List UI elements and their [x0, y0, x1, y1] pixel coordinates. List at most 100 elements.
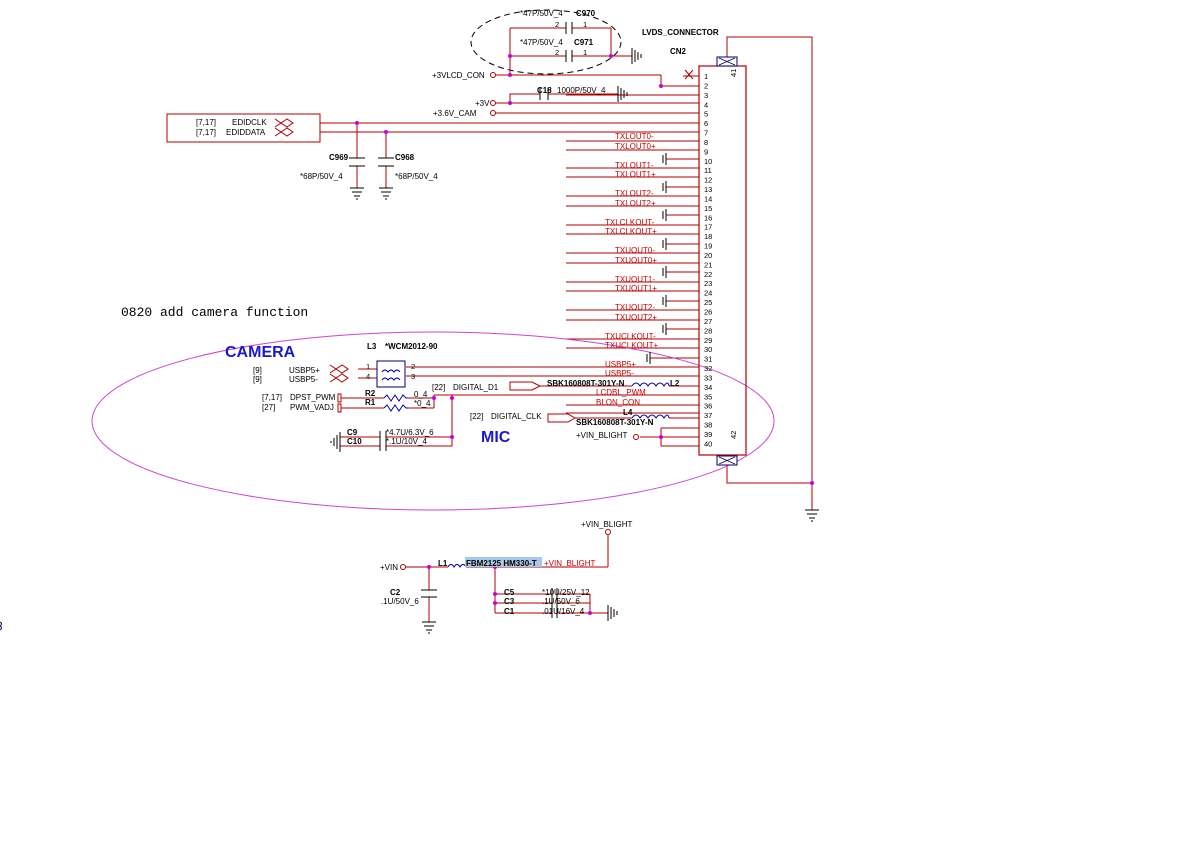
camera-note: 0820 add camera function [121, 305, 308, 320]
net-blon-con: BLON_CON [596, 398, 640, 407]
connector-pin-4: 4 [704, 100, 708, 109]
net-txlout0p: TXLOUT0+ [615, 142, 656, 151]
edid-data: EDIDDATA [226, 128, 266, 137]
l4-ref: L4 [623, 408, 633, 417]
edge-mark-icon [0, 621, 2, 631]
mic-title: MIC [481, 429, 511, 446]
connector-pin-9: 9 [704, 147, 708, 156]
connector-pin-34: 34 [704, 383, 712, 392]
connector-name: LVDS_CONNECTOR [642, 28, 719, 37]
net-vin-blight-top: +VIN_BLIGHT [581, 520, 632, 529]
net-txuclkoutn: TXUCLKOUT- [605, 332, 656, 341]
net-3vlcd: +3VLCD_CON [432, 71, 485, 80]
l3-pin2: 2 [411, 362, 415, 371]
pwm-ref: [27] [262, 403, 275, 412]
connector-pin-23: 23 [704, 279, 712, 288]
power-port-circles [400, 72, 639, 570]
net-txuout1p: TXUOUT1+ [615, 284, 657, 293]
c969-value: *68P/50V_4 [300, 172, 343, 181]
c5-ref: C5 [504, 588, 515, 597]
connector-pin-17: 17 [704, 223, 712, 232]
c970-value: *47P/50V_4 [520, 9, 563, 18]
net-txlout1n: TXLOUT1- [615, 161, 654, 170]
connector-pin-24: 24 [704, 289, 712, 298]
connector-pin-10: 10 [704, 157, 712, 166]
connector-pin-27: 27 [704, 317, 712, 326]
connector-pin-40: 40 [704, 439, 712, 448]
net-txlclkoutp: TXLCLKOUT+ [605, 227, 657, 236]
digital-clk-ref: [22] [470, 412, 483, 421]
c2-ref: C2 [390, 588, 401, 597]
connector-pin-13: 13 [704, 185, 712, 194]
c5-value: *10U/25V_12 [542, 588, 590, 597]
net-txlout2p: TXLOUT2+ [615, 199, 656, 208]
l4-part: SBK160808T-301Y-N [576, 418, 654, 427]
c970-ref: C970 [576, 9, 596, 18]
c971-value: *47P/50V_4 [520, 38, 563, 47]
c968-ref: C968 [395, 153, 415, 162]
port-symbols [274, 118, 577, 423]
connector-pin-38: 38 [704, 421, 712, 430]
usbp-plus-ref: [9] [253, 366, 262, 375]
c969-ref: C969 [329, 153, 349, 162]
connector-pin-19: 19 [704, 242, 712, 251]
connector-pin-29: 29 [704, 336, 712, 345]
r1-ref: R1 [365, 398, 376, 407]
c970-pin2: 2 [555, 20, 559, 29]
connector-pin-28: 28 [704, 326, 712, 335]
edid-bus-box [166, 113, 321, 143]
connector-pin-37: 37 [704, 411, 712, 420]
connector-pin-30: 30 [704, 345, 712, 354]
l3-pin3: 3 [411, 372, 415, 381]
mount-pin-41: 41 [729, 69, 738, 77]
net-vin: +VIN [380, 563, 398, 572]
net-txuclkoutp: TXUCLKOUT+ [605, 341, 658, 350]
net-txuout1n: TXUOUT1- [615, 275, 655, 284]
usbp-plus-label: USBP5+ [289, 366, 320, 375]
connector-pin-32: 32 [704, 364, 712, 373]
connector-pin-2: 2 [704, 81, 708, 90]
connector-pin-7: 7 [704, 129, 708, 138]
connector-pin-20: 20 [704, 251, 712, 260]
connector-pin-6: 6 [704, 119, 708, 128]
c18-ref: C18 [537, 86, 552, 95]
connector-pin-16: 16 [704, 213, 712, 222]
connector-pin-8: 8 [704, 138, 708, 147]
net-txuout0p: TXUOUT0+ [615, 256, 657, 265]
connector-pin-22: 22 [704, 270, 712, 279]
connector-pin-1: 1 [704, 72, 708, 81]
junction-dots [355, 54, 814, 615]
connector-pin-35: 35 [704, 392, 712, 401]
dpst-ref: [7,17] [262, 393, 282, 402]
net-usbp5n: USBP5- [605, 369, 634, 378]
r2-ref: R2 [365, 389, 376, 398]
l2-part: SBK160808T-301Y-N [547, 379, 625, 388]
resistor-symbols [383, 394, 408, 412]
net-vin-blight: +VIN_BLIGHT [576, 431, 627, 440]
connector-pin-39: 39 [704, 430, 712, 439]
c3-value: .1U/50V_6 [542, 597, 580, 606]
inductor-symbols [381, 369, 670, 568]
net-usbp5p: USBP5+ [605, 360, 636, 369]
edid-clk: EDIDCLK [232, 118, 267, 127]
l3-pin4: 4 [366, 372, 370, 381]
l3-ref: L3 [367, 342, 377, 351]
connector-pin-18: 18 [704, 232, 712, 241]
edid-clk-ref: [7,17] [196, 118, 216, 127]
net-txuout2p: TXUOUT2+ [615, 313, 657, 322]
optional-cap-group-outline [470, 9, 622, 75]
connector-pin-31: 31 [704, 355, 712, 364]
l2-ref: L2 [670, 379, 680, 388]
camera-section-outline [91, 331, 775, 511]
dpst-label: DPST_PWM [290, 393, 336, 402]
connector-pin-33: 33 [704, 373, 712, 382]
r1-value: *0_4 [414, 399, 431, 408]
l1-part: FBM2125 HM330-T [466, 559, 537, 568]
net-txlout1p: TXLOUT1+ [615, 170, 656, 179]
l3-pin1: 1 [366, 362, 370, 371]
mount-pin-42: 42 [729, 431, 738, 439]
net-txlout2n: TXLOUT2- [615, 189, 654, 198]
connector-pin-36: 36 [704, 402, 712, 411]
c971-pin1: 1 [583, 48, 587, 57]
